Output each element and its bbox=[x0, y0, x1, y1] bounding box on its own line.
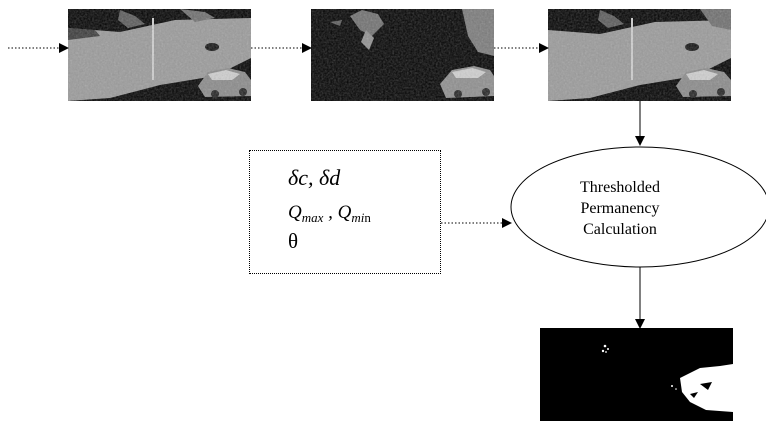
parameters-box: δc, δd Qmax , Qmin θ bbox=[249, 150, 441, 274]
process-ellipse bbox=[510, 146, 766, 268]
output-mask-image bbox=[540, 328, 733, 421]
process-label-line-1: Thresholded bbox=[580, 179, 660, 196]
q-min-subscript: min bbox=[351, 210, 371, 225]
q-max-symbol: Q bbox=[288, 202, 302, 223]
q-min-symbol: Q bbox=[337, 202, 352, 223]
theta-param: θ bbox=[288, 229, 299, 253]
delta-params: δc, δd bbox=[288, 165, 341, 190]
segmented-frame-image bbox=[311, 9, 494, 101]
input-frame-image bbox=[68, 9, 251, 101]
q-params: Qmax , Qmin bbox=[288, 203, 371, 224]
q-min-subscript-italic: mi bbox=[351, 210, 365, 225]
process-label: Thresholded Permanency Calculation bbox=[515, 177, 725, 240]
process-label-line-3: Calculation bbox=[583, 221, 657, 238]
q-max-subscript: max bbox=[301, 210, 324, 225]
process-label-line-2: Permanency bbox=[580, 200, 660, 217]
combined-frame-image bbox=[548, 9, 731, 101]
q-separator: , bbox=[323, 202, 338, 223]
q-min-subscript-normal: n bbox=[364, 210, 371, 225]
